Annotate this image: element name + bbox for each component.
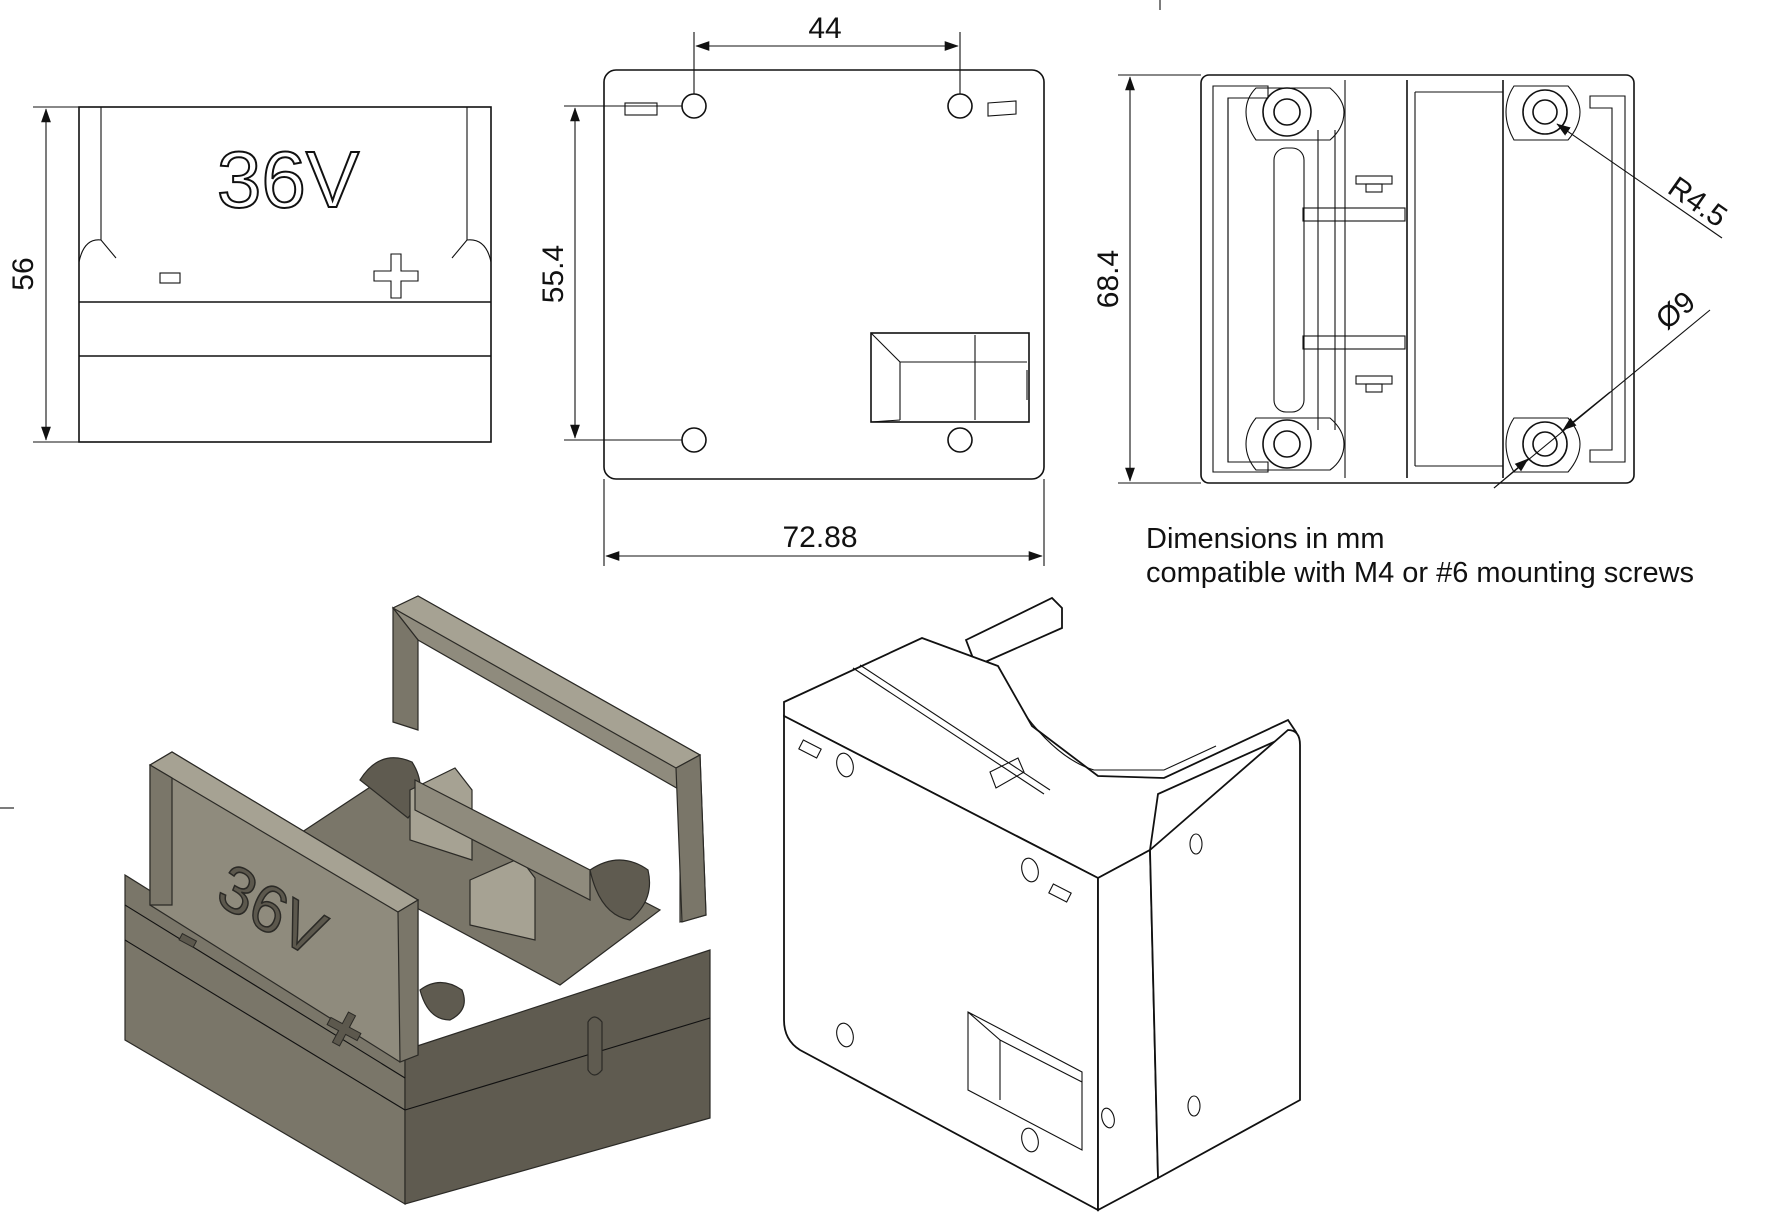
top-view-contact-small-bottom xyxy=(1355,375,1393,385)
iso-shaded-minus-symbol xyxy=(178,932,198,948)
iso-outline-rear-extension xyxy=(964,596,1063,668)
iso-outline-hole-top-right xyxy=(1021,857,1039,883)
iso-outline-seam xyxy=(1149,849,1159,1179)
front-view-plus-symbol xyxy=(373,253,419,299)
diameter-arrow-inner xyxy=(1493,458,1529,489)
top-view-boss-bottom-left xyxy=(1245,417,1345,471)
iso-shaded-seam-left xyxy=(124,939,406,1111)
iso-shaded-front-wall-post xyxy=(149,763,173,906)
iso-shaded-boss-rear-right xyxy=(589,859,651,921)
top-view: 68.4 R4.5 Ø9 xyxy=(1092,74,1733,489)
front-view-slot-left xyxy=(78,239,117,263)
diameter-arrow-outer xyxy=(1562,391,1611,431)
iso-outline-right-face-rear xyxy=(1149,729,1301,1180)
iso-shaded-center-channel xyxy=(414,779,591,901)
top-view-boss-top-left xyxy=(1245,87,1345,141)
iso-shaded-plus-symbol xyxy=(326,1011,362,1047)
iso-shaded-boss-front xyxy=(419,981,465,1021)
top-view-right-clip xyxy=(1589,95,1626,463)
iso-outline-top-split-line xyxy=(852,664,1051,795)
back-vertical-dim-text: 55.4 xyxy=(537,245,570,303)
iso-outline-hole-bottom-mid xyxy=(1101,1107,1115,1129)
screws-note: compatible with M4 or #6 mounting screws xyxy=(1146,557,1695,589)
top-view-contact-small-bottom-stem xyxy=(1365,383,1383,393)
back-view-mount-hole-bottom-left xyxy=(681,427,707,453)
back-width-dim-text: 72.88 xyxy=(782,521,857,554)
iso-shaded-view: 36V xyxy=(124,595,711,1206)
iso-outline-hole-bottom-left xyxy=(836,1022,854,1048)
back-view-mount-hole-top-right xyxy=(947,93,973,119)
top-view-contact-small-top-stem xyxy=(1365,183,1383,193)
back-view-connector-opening xyxy=(870,332,1030,423)
iso-outline-view xyxy=(783,596,1301,1212)
iso-outline-top-opening xyxy=(989,757,1025,789)
iso-outline-slot-right xyxy=(1048,883,1072,903)
back-view-slot-right xyxy=(987,100,1017,117)
iso-shaded-back-wall-post xyxy=(392,606,419,731)
iso-outline-left-face xyxy=(783,714,1099,1212)
front-view-outline xyxy=(78,106,492,443)
radius-leader-line xyxy=(1556,123,1723,239)
back-view-mount-hole-top-left xyxy=(681,93,707,119)
iso-shaded-bottom-slot xyxy=(587,1016,603,1076)
iso-outline-slot-left xyxy=(798,739,822,759)
iso-outline-right-hole-bottom xyxy=(1187,1095,1201,1117)
iso-shaded-contact-right xyxy=(469,857,536,941)
iso-shaded-back-wall-top xyxy=(391,595,702,769)
top-view-contact-bar-bottom xyxy=(1302,335,1406,350)
back-view-slot-left xyxy=(624,102,658,116)
iso-outline-right-hole-top xyxy=(1189,833,1203,855)
top-view-left-clip xyxy=(1212,85,1269,473)
front-view-36v-label: 36V xyxy=(217,135,360,224)
diameter-callout-text: Ø9 xyxy=(1650,285,1702,336)
back-view-hole-bottom-right xyxy=(947,427,973,453)
back-view: 44 55.4 72.88 xyxy=(537,12,1045,566)
units-note: Dimensions in mm xyxy=(1146,523,1385,555)
front-height-dim-text: 56 xyxy=(7,257,40,290)
front-view: 36V 56 xyxy=(7,106,492,443)
iso-shaded-front-wall-end xyxy=(397,898,419,1063)
top-view-contact-small-top xyxy=(1355,175,1393,185)
top-view-boss-top-right xyxy=(1505,85,1581,141)
iso-shaded-seam-left-2 xyxy=(124,904,406,1079)
iso-outline-hole-bottom-right xyxy=(1021,1127,1039,1153)
iso-shaded-back-wall-end xyxy=(675,754,707,923)
iso-outline-connector-opening xyxy=(967,1011,1083,1151)
iso-shaded-seam-right xyxy=(404,1017,711,1111)
top-depth-dim-text: 68.4 xyxy=(1092,250,1125,308)
top-view-left-rail xyxy=(1273,147,1305,413)
top-view-boss-bottom-right xyxy=(1505,417,1581,473)
iso-outline-hole-top-left xyxy=(836,752,854,778)
iso-outline-cradle-edge xyxy=(1025,715,1217,771)
iso-outline-right-face-front xyxy=(1097,848,1159,1212)
top-view-contact-bar-top xyxy=(1302,207,1406,222)
front-view-slot-right xyxy=(451,239,492,263)
radius-callout-text: R4.5 xyxy=(1662,171,1733,234)
iso-shaded-base-right-face xyxy=(404,949,711,1205)
top-view-outline xyxy=(1200,74,1635,484)
back-hole-spacing-dim-text: 44 xyxy=(808,12,841,45)
back-view-outline xyxy=(603,69,1045,480)
front-view-minus-symbol xyxy=(159,272,181,284)
